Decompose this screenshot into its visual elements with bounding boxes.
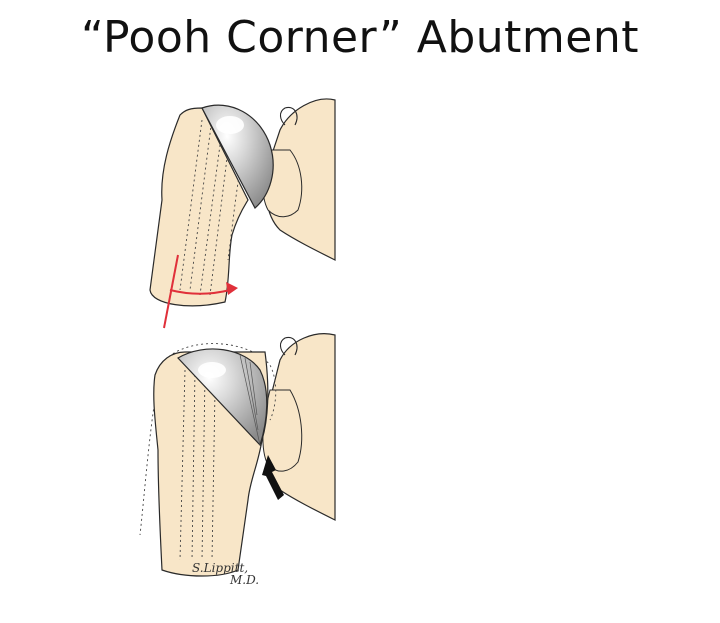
shoulder-illustration: S.Lippitt, M.D. — [130, 90, 390, 600]
top-implant-highlight — [216, 116, 244, 134]
signature-line2: M.D. — [230, 573, 260, 587]
bottom-implant-edge-shading — [239, 354, 261, 446]
curved-red-arrow-icon — [169, 289, 231, 295]
top-red-cut-line — [163, 254, 179, 329]
bottom-acromion-curl — [279, 336, 298, 356]
bottom-panel — [139, 333, 336, 577]
bottom-original-shaft-outline — [139, 369, 161, 536]
bottom-implant-highlight — [198, 362, 226, 378]
top-panel — [149, 98, 336, 329]
signature-line1: S.Lippitt, — [192, 561, 249, 575]
bottom-stem-dots — [179, 369, 216, 561]
black-pointer-arrow-icon — [262, 455, 284, 500]
shoulder-diagram-svg — [139, 98, 336, 577]
top-stem-dots — [179, 117, 229, 296]
top-cortex-dots — [227, 169, 241, 261]
artist-signature: S.Lippitt, M.D. — [192, 562, 302, 586]
top-acromion-curl — [279, 106, 298, 126]
red-arrowhead — [226, 282, 238, 295]
slide-title: “Pooh Corner” Abutment — [81, 12, 639, 63]
